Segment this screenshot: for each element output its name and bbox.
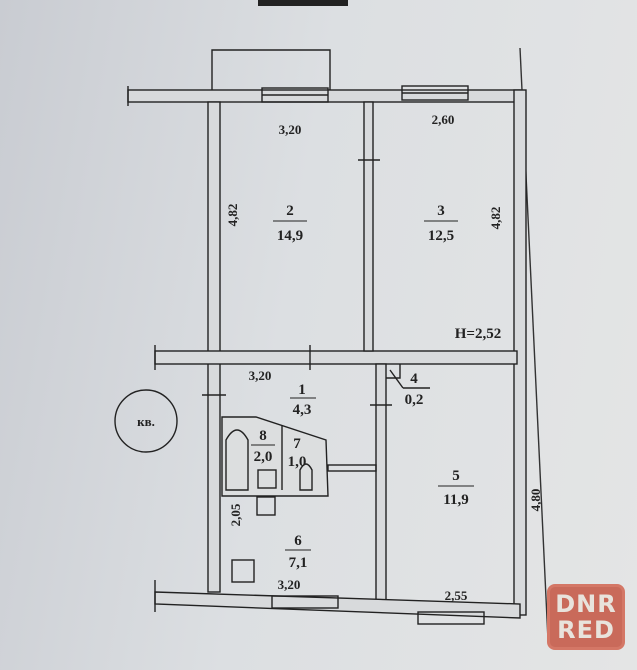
ceiling-height: H=2,52	[455, 326, 501, 342]
window-bottom-left	[271, 595, 339, 609]
room-8-area: 2,0	[254, 449, 273, 465]
room-2-area: 14,9	[277, 228, 303, 244]
left-wall	[207, 101, 221, 593]
room-4-area: 0,2	[405, 392, 424, 408]
room-2-number: 2	[286, 203, 294, 219]
toilet-icon	[299, 463, 313, 491]
watermark-line1: DNR	[555, 590, 617, 618]
apartment-circle	[114, 389, 178, 453]
watermark-logo: DNR RED	[547, 584, 625, 650]
redacted-header	[258, 0, 348, 6]
wall-room-5	[375, 363, 387, 603]
window-bottom-right	[417, 611, 485, 625]
dim-room5-length: 4,80	[528, 489, 543, 512]
dim-room2-length: 4,82	[225, 204, 240, 227]
dim-corridor-width: 3,20	[249, 368, 272, 383]
watermark-line2: RED	[557, 616, 615, 644]
room-6-number: 6	[294, 533, 302, 549]
bathtub-icon	[225, 429, 249, 491]
wall-rooms-2-3	[363, 101, 374, 352]
room-7-number: 7	[293, 436, 301, 452]
room-4-number: 4	[410, 371, 418, 387]
room-3-area: 12,5	[428, 228, 454, 244]
dim-room3-length: 4,82	[488, 207, 503, 230]
room-8-number: 8	[259, 428, 267, 444]
sink-icon	[257, 469, 277, 489]
room-6-area: 7,1	[289, 555, 308, 571]
dim-room2-width: 3,20	[279, 122, 302, 137]
dim-room3-width: 2,60	[432, 112, 455, 127]
room-5-number: 5	[452, 468, 460, 484]
room-1-number: 1	[298, 382, 306, 398]
middle-wall	[154, 350, 518, 365]
dim-kitchen-width: 3,20	[278, 577, 301, 592]
room-3-number: 3	[437, 203, 445, 219]
room-5-area: 11,9	[443, 492, 468, 508]
room-7-area: 1,0	[288, 454, 307, 470]
stove-icon	[231, 559, 255, 583]
dim-room5-width: 2,55	[445, 588, 468, 603]
room-1-area: 4,3	[293, 402, 312, 418]
pantry-4	[386, 364, 401, 379]
balcony	[211, 49, 331, 92]
partition	[327, 464, 377, 472]
sink-kitchen-icon	[256, 496, 276, 516]
apartment-label: кв.	[137, 414, 155, 429]
dim-kitchen-length: 2,05	[228, 503, 243, 526]
